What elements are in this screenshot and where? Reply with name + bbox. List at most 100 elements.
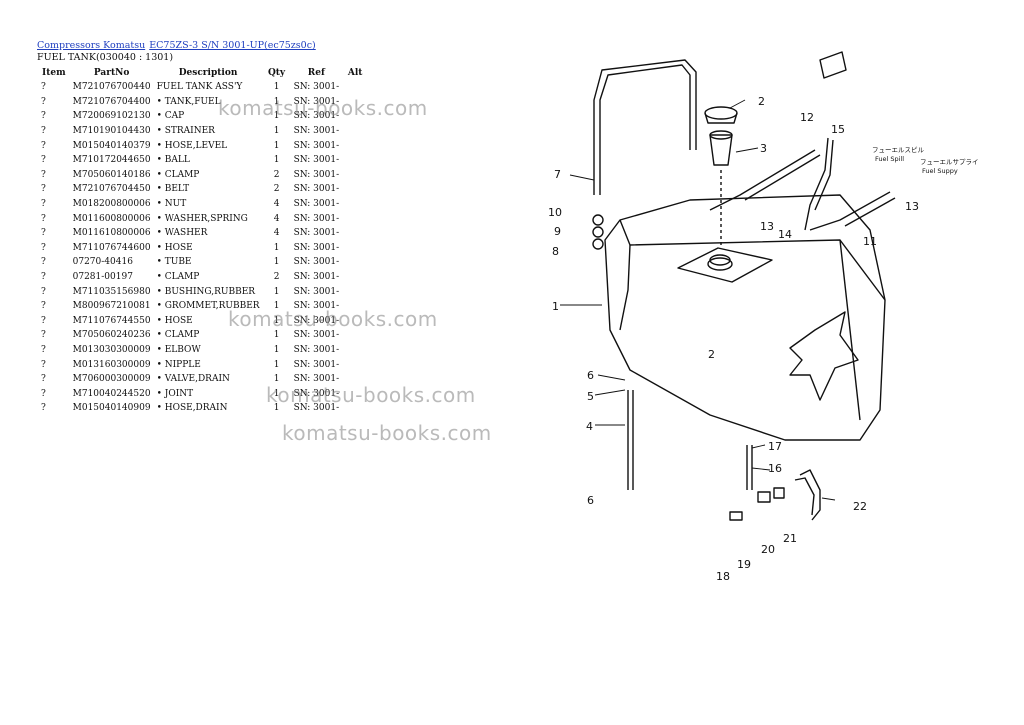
cell-item: ? bbox=[41, 301, 46, 312]
callout-21: 21 bbox=[783, 532, 797, 545]
cell-item: ? bbox=[41, 111, 46, 122]
cell-alt bbox=[342, 226, 368, 241]
cell-qty: 1 bbox=[273, 242, 280, 253]
col-partno: PartNo bbox=[93, 68, 130, 78]
callout-10: 10 bbox=[548, 206, 562, 219]
cell-alt bbox=[342, 357, 368, 372]
cell-ref: SN: 3001- bbox=[293, 374, 340, 385]
cell-item: ? bbox=[41, 82, 46, 93]
cell-desc: • NIPPLE bbox=[156, 359, 201, 370]
cell-partno: M721076704400 bbox=[72, 96, 151, 107]
cell-partno: 07270-40416 bbox=[72, 257, 133, 268]
cell-desc: • CAP bbox=[156, 111, 185, 122]
callout-6: 6 bbox=[587, 369, 594, 382]
breadcrumb-link-compressors[interactable]: Compressors Komatsu bbox=[37, 40, 146, 51]
cell-ref: SN: 3001- bbox=[293, 140, 340, 151]
cell-desc: • HOSE bbox=[156, 242, 193, 253]
parts-table: Item PartNo Description Qty Ref Alt ?M72… bbox=[38, 66, 368, 416]
cell-item: ? bbox=[41, 184, 46, 195]
cell-alt bbox=[342, 255, 368, 270]
cell-qty: 1 bbox=[273, 140, 280, 151]
watermark: komatsu-books.com bbox=[218, 96, 428, 120]
cell-desc: • HOSE,LEVEL bbox=[156, 140, 228, 151]
cell-qty: 4 bbox=[273, 228, 280, 239]
cell-qty: 1 bbox=[273, 388, 280, 399]
cell-alt bbox=[342, 211, 368, 226]
watermark: komatsu-books.com bbox=[282, 421, 492, 445]
cell-qty: 1 bbox=[273, 126, 280, 137]
callout-20: 20 bbox=[761, 543, 775, 556]
cell-ref: SN: 3001- bbox=[293, 155, 340, 166]
cell-alt bbox=[342, 270, 368, 285]
cell-desc: • WASHER bbox=[156, 228, 208, 239]
cell-qty: 1 bbox=[273, 315, 280, 326]
cell-ref: SN: 3001- bbox=[293, 199, 340, 210]
cell-qty: 1 bbox=[273, 330, 280, 341]
cell-ref: SN: 3001- bbox=[293, 257, 340, 268]
breadcrumb-link-model[interactable]: EC75ZS-3 S/N 3001-UP(ec75zs0c) bbox=[149, 40, 316, 51]
col-alt: Alt bbox=[347, 68, 363, 78]
cell-partno: M015040140909 bbox=[72, 403, 151, 414]
cell-qty: 1 bbox=[273, 82, 280, 93]
cell-partno: M721076704450 bbox=[72, 184, 151, 195]
col-item: Item bbox=[42, 68, 66, 78]
callout-13: 13 bbox=[905, 200, 919, 213]
cell-item: ? bbox=[41, 169, 46, 180]
cell-ref: SN: 3001- bbox=[293, 301, 340, 312]
cell-desc: • WASHER,SPRING bbox=[156, 213, 248, 224]
cell-qty: 2 bbox=[273, 184, 280, 195]
cell-alt bbox=[342, 138, 368, 153]
cell-item: ? bbox=[41, 330, 46, 341]
cell-qty: 1 bbox=[273, 257, 280, 268]
cell-qty: 4 bbox=[273, 213, 280, 224]
callout-15: 15 bbox=[831, 123, 845, 136]
cell-partno: M711035156980 bbox=[72, 286, 151, 297]
col-qty: Qty bbox=[267, 68, 286, 78]
callout-22: 22 bbox=[853, 500, 867, 513]
cell-ref: SN: 3001- bbox=[293, 286, 340, 297]
cell-desc: • TANK,FUEL bbox=[156, 96, 221, 107]
cell-ref: SN: 3001- bbox=[293, 315, 340, 326]
col-ref: Ref bbox=[307, 68, 325, 78]
fuel-tank-exploded-diagram: 1 2 2 3 4 5 6 6 7 8 9 10 11 12 13 13 14 … bbox=[548, 51, 979, 583]
cell-item: ? bbox=[41, 286, 46, 297]
level-hose bbox=[599, 64, 691, 195]
cell-alt bbox=[342, 197, 368, 212]
cell-ref: SN: 3001- bbox=[293, 111, 340, 122]
cell-ref: SN: 3001- bbox=[293, 330, 340, 341]
cell-partno: 07281-00197 bbox=[72, 272, 133, 283]
cell-alt bbox=[342, 343, 368, 358]
callout-17: 17 bbox=[768, 440, 782, 453]
cell-ref: SN: 3001- bbox=[293, 96, 340, 107]
cell-ref: SN: 3001- bbox=[293, 184, 340, 195]
cell-qty: 1 bbox=[273, 374, 280, 385]
callout-2: 2 bbox=[708, 348, 715, 361]
cell-item: ? bbox=[41, 96, 46, 107]
cell-qty: 1 bbox=[273, 111, 280, 122]
cell-item: ? bbox=[41, 213, 46, 224]
cell-ref: SN: 3001- bbox=[293, 242, 340, 253]
cell-partno: M011610800006 bbox=[72, 228, 151, 239]
cell-desc: • GROMMET,RUBBER bbox=[156, 301, 260, 312]
cell-desc: • JOINT bbox=[156, 388, 194, 399]
cell-qty: 2 bbox=[273, 169, 280, 180]
cell-item: ? bbox=[41, 126, 46, 137]
cell-partno: M706000300009 bbox=[72, 374, 151, 385]
cell-item: ? bbox=[41, 272, 46, 283]
cell-desc: • CLAMP bbox=[156, 272, 200, 283]
cell-desc: FUEL TANK ASS'Y bbox=[156, 82, 243, 93]
